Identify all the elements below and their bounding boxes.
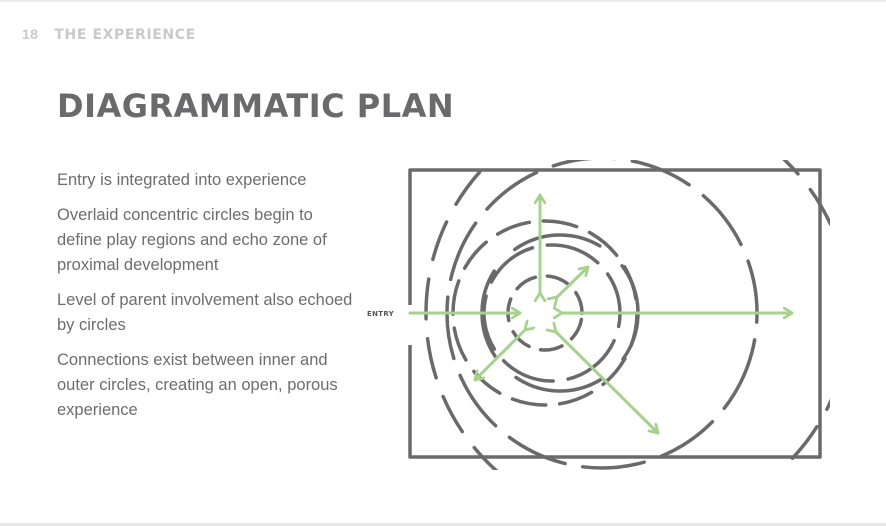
arrow-down-left [473, 330, 525, 382]
bullet-item: Entry is integrated into experience [57, 171, 307, 189]
bullet-list: Entry is integrated into experience Over… [57, 168, 357, 433]
bullet-item: Connections exist between inner and oute… [57, 351, 338, 419]
entry-label: ENTRY [367, 310, 395, 318]
arrow-down-right [556, 332, 660, 435]
page-title: DIAGRAMMATIC PLAN [57, 87, 455, 125]
page-header: 18 THE EXPERIENCE [22, 26, 196, 43]
section-label: THE EXPERIENCE [54, 27, 196, 43]
plan-frame [408, 168, 822, 459]
ring-large [445, 160, 759, 470]
bullet-item: Level of parent involvement also echoed … [57, 291, 353, 334]
bottom-rule [0, 523, 886, 526]
connection-arrows [408, 193, 794, 435]
page-number: 18 [22, 26, 39, 42]
top-rule [0, 0, 886, 2]
bullet-item: Overlaid concentric circles begin to def… [57, 206, 327, 274]
diagrammatic-plan: ENTRY [367, 160, 830, 470]
ring-outer [424, 160, 830, 470]
arrow-up-right [557, 265, 590, 297]
